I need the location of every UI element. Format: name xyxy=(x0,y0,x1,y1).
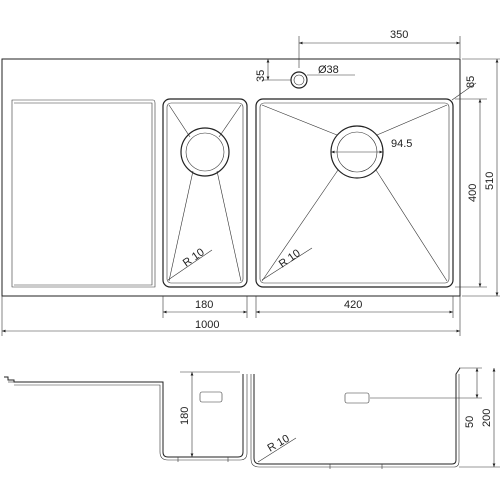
side-view xyxy=(4,367,461,469)
dim-side-total-height: 200 xyxy=(481,409,493,427)
dim-tap-hole-diameter: Ø38 xyxy=(318,64,339,76)
top-view-dimensions: 350 Ø38 35 85 94.5 400 510 R 10 R 10 xyxy=(1,29,500,336)
small-bowl-overflow-slot xyxy=(199,391,223,403)
dim-small-bowl-width: 180 xyxy=(195,299,213,311)
dim-side-overflow-height: 50 xyxy=(464,416,476,428)
large-bowl xyxy=(255,98,454,288)
side-view-dimensions: 180 50 200 R 10 xyxy=(179,367,500,468)
dim-drain-diameter: 94.5 xyxy=(391,138,412,150)
dim-corner-offset: 85 xyxy=(465,76,477,88)
dim-side-bottom-radius: R 10 xyxy=(266,433,292,455)
dim-large-bowl-width: 420 xyxy=(344,299,362,311)
dim-total-depth: 510 xyxy=(484,172,496,190)
dim-bowl-depth: 400 xyxy=(467,184,479,202)
dim-side-small-bowl-height: 180 xyxy=(179,407,191,425)
small-bowl-drain xyxy=(180,127,230,177)
small-bowl xyxy=(162,98,248,288)
large-bowl-overflow-slot xyxy=(344,392,370,404)
dim-small-bowl-radius: R 10 xyxy=(181,246,207,269)
dim-total-width: 1000 xyxy=(195,319,219,331)
dim-tap-offset-top: 35 xyxy=(255,70,267,82)
drainboard-panel xyxy=(11,99,156,288)
sink-outline xyxy=(1,58,461,297)
top-view xyxy=(1,58,461,297)
dim-large-bowl-radius: R 10 xyxy=(277,247,303,270)
tap-hole xyxy=(290,71,308,89)
side-profile xyxy=(4,367,461,465)
dim-tap-offset-right: 350 xyxy=(390,29,408,41)
drainboard-inner xyxy=(14,102,153,286)
